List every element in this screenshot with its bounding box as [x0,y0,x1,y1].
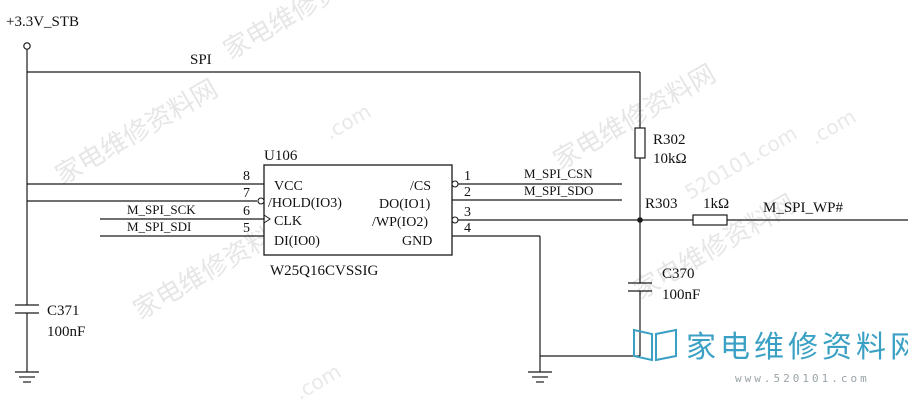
pin6-name: CLK [274,214,302,229]
r303-ref: R303 [645,196,678,212]
pin3-name: /WP(IO2) [372,215,428,230]
pin2-name: DO(IO1) [379,197,431,212]
r303-body [692,214,728,226]
pin1-number: 1 [464,169,471,184]
c371-value: 100nF [47,324,85,340]
logo-url-text: www.520101.com [735,372,870,385]
pin6-clock-marker-icon [263,214,271,224]
watermark-url-4: .com [291,359,346,404]
pin7-number: 7 [243,186,250,201]
pin4-name: GND [402,234,432,249]
u106-ic-body [263,164,453,256]
net-sdo-label: M_SPI_SDO [524,183,593,198]
power-rail-label: +3.3V_STB [6,14,79,30]
pin5-number: 5 [243,221,250,236]
pin1-inversion-bubble-icon [451,180,459,188]
r302-ref: R302 [653,132,686,148]
r302-value: 10kΩ [653,151,687,167]
u106-refdes: U106 [264,148,298,164]
pin7-name: /HOLD(IO3) [268,196,342,211]
net-csn-label: M_SPI_CSN [524,166,593,181]
pin8-number: 8 [243,169,250,184]
pin1-name: /CS [410,179,431,194]
pin2-number: 2 [464,185,471,200]
watermark-url-2: .com [806,104,861,149]
c371-ref: C371 [47,303,80,319]
r303-value: 1kΩ [703,196,729,212]
power-port-icon [23,42,31,50]
watermark-url-1: .com [321,99,376,144]
pin5-name: DI(IO0) [274,234,320,249]
c370-ref: C370 [662,266,695,282]
site-logo: 家电维修资料网 www.520101.com [633,328,908,385]
pin8-name: VCC [274,179,303,194]
ground-symbol-c371-icon [15,371,39,383]
net-sck-label: M_SPI_SCK [127,202,196,217]
pin6-number: 6 [243,204,250,219]
logo-chinese-text: 家电维修资料网 [686,330,908,365]
c370-value: 100nF [662,287,700,303]
spi-bus-label: SPI [190,52,212,68]
watermark-text-1: 家电维修资料网 [51,74,224,191]
net-sdi-label: M_SPI_SDI [127,219,191,234]
pin7-inversion-bubble-icon [257,197,265,205]
net-wp-label: M_SPI_WP# [763,200,844,216]
pin3-number: 3 [464,205,471,220]
r302-body [634,127,646,159]
u106-part-number: W25Q16CVSSIG [270,263,379,279]
watermark-text-5: 家电维修资料网 [219,0,392,66]
pin3-inversion-bubble-icon [451,216,459,224]
ground-symbol-icon [528,371,552,383]
logo-book-icon [633,328,677,362]
pin4-number: 4 [464,221,471,236]
